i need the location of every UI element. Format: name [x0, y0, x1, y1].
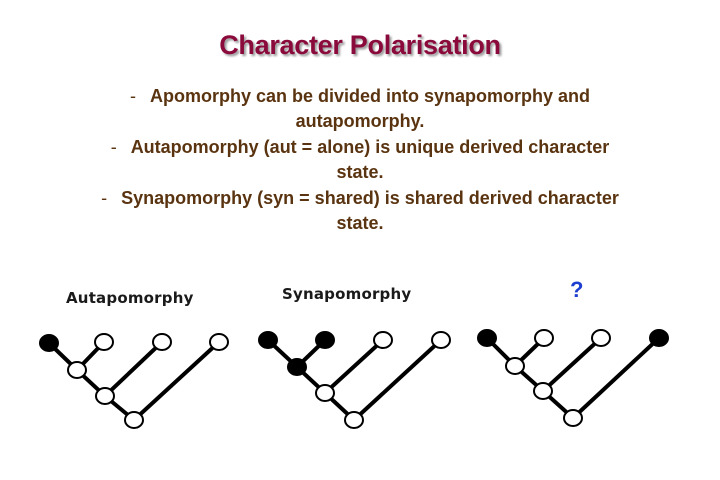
autapomorphy-label: Autapomorphy [66, 289, 194, 307]
leaf-node [373, 331, 393, 349]
leaf-node [315, 331, 335, 349]
question-mark-label: ? [570, 277, 584, 302]
bullet-dash: - [101, 188, 108, 208]
leaf-node [152, 333, 172, 351]
bullet-item: -Autapomorphy (aut = alone) is unique de… [60, 135, 660, 185]
bullet-dash: - [129, 86, 136, 106]
bullet-text: Autapomorphy (aut = alone) is unique der… [130, 137, 610, 157]
internal-node [505, 357, 525, 375]
bullet-item: -Synapomorphy (syn = shared) is shared d… [60, 186, 660, 236]
leaf-node [477, 329, 497, 347]
internal-node [95, 387, 115, 405]
branch-line [323, 338, 385, 395]
leaf-node [431, 331, 451, 349]
leaf-node [39, 334, 59, 352]
leaf-node [94, 333, 114, 351]
bullet-item: -Apomorphy can be divided into synapomor… [60, 84, 660, 134]
leaf-node [649, 329, 669, 347]
internal-node [67, 361, 87, 379]
branch-line [571, 336, 661, 420]
branch-line [541, 336, 603, 393]
internal-node [124, 411, 144, 429]
bullet-dash: - [110, 137, 117, 157]
internal-node [563, 409, 583, 427]
bullet-text-continued: autapomorphy. [295, 111, 425, 131]
branch-line [103, 340, 164, 398]
bullet-text: Synapomorphy (syn = shared) is shared de… [121, 188, 619, 208]
slide-title: Character Polarisation [219, 30, 501, 60]
internal-node [344, 411, 364, 429]
autapomorphy-cladogram [39, 333, 229, 429]
branch-line [132, 340, 221, 422]
leaf-node [258, 331, 278, 349]
leaf-node [591, 329, 611, 347]
internal-node [533, 382, 553, 400]
leaf-node [534, 329, 554, 347]
leaf-node [209, 333, 229, 351]
branch-line [352, 338, 443, 422]
bullet-text-continued: state. [336, 213, 384, 233]
internal-node [315, 384, 335, 402]
question-cladogram [477, 329, 669, 427]
bullet-text: Apomorphy can be divided into synapomorp… [149, 86, 591, 106]
synapomorphy-cladogram [258, 331, 451, 429]
internal-node [287, 358, 307, 376]
bullet-text-continued: state. [336, 162, 384, 182]
bullet-list: -Apomorphy can be divided into synapomor… [60, 84, 660, 237]
synapomorphy-label: Synapomorphy [282, 285, 412, 303]
